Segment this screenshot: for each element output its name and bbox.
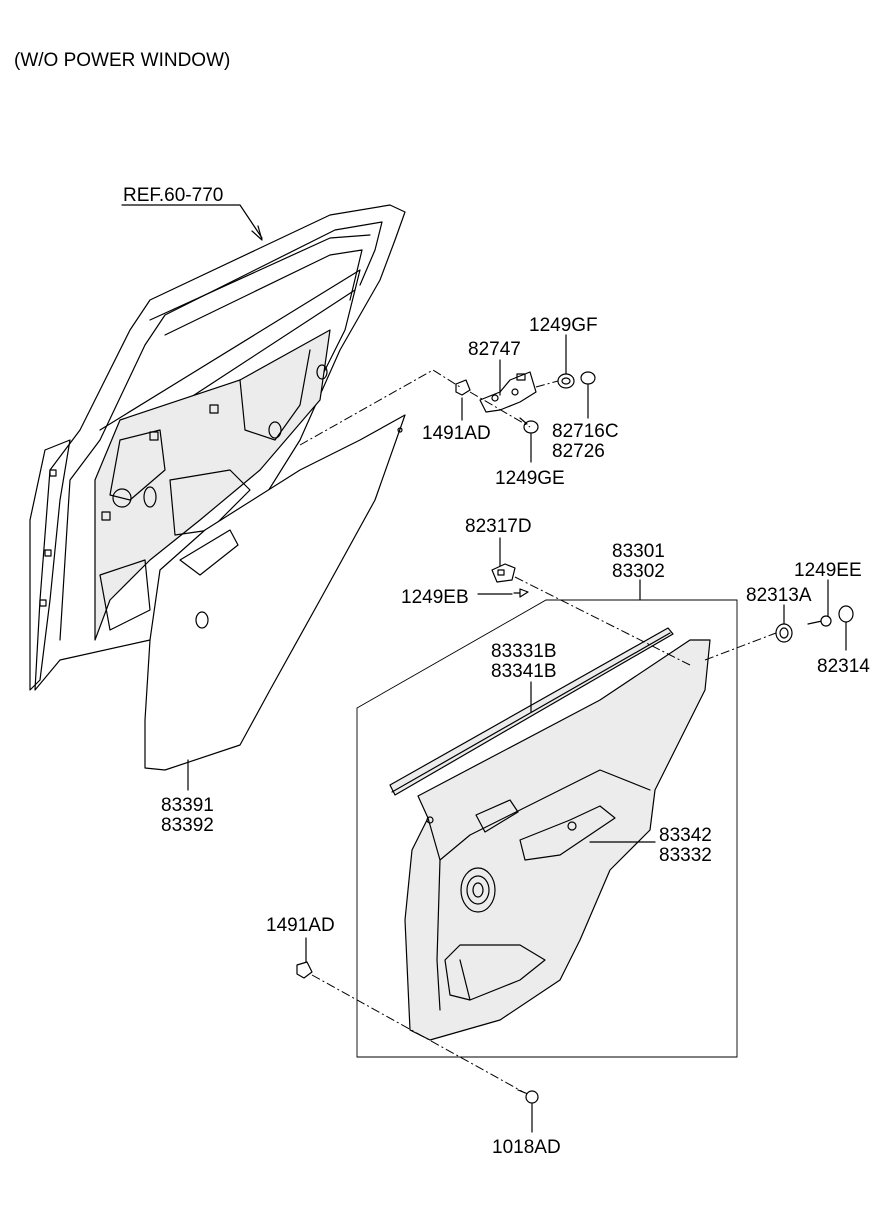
label-83391: 83391: [161, 795, 214, 816]
label-82726: 82726: [552, 441, 605, 462]
door-frame: [29, 204, 406, 691]
label-1491ad-top: 1491AD: [422, 423, 491, 444]
handle-bracket: [479, 371, 537, 413]
label-83341b: 83341B: [491, 661, 557, 682]
label-83392: 83392: [161, 815, 214, 836]
label-1249ge: 1249GE: [495, 468, 565, 489]
label-83301: 83301: [612, 541, 665, 562]
labels: (W/O POWER WINDOW) REF.60-770 1249GF 827…: [14, 50, 870, 1158]
label-82314: 82314: [817, 656, 870, 677]
label-1249gf: 1249GF: [529, 315, 598, 336]
door-sealing-film: [144, 414, 406, 771]
cap-82716c: [580, 371, 596, 385]
label-1018ad: 1018AD: [492, 1137, 561, 1158]
nut-1491ad-top: [455, 379, 471, 396]
header-note: (W/O POWER WINDOW): [14, 50, 230, 71]
screw-1018ad: [517, 1089, 539, 1104]
grommet-82313a: [775, 623, 793, 643]
label-83332: 83332: [659, 845, 712, 866]
clip-1491ad-bottom: [296, 961, 313, 979]
label-82317d: 82317D: [465, 516, 532, 537]
screw-1249gf: [557, 373, 575, 389]
assembly-lines: [299, 369, 777, 1094]
screw-1249ge: [519, 417, 539, 434]
clip-82317d: [491, 563, 516, 583]
trim-group-box: [356, 599, 738, 1058]
label-1249ee: 1249EE: [794, 560, 862, 581]
screw-1249eb: [513, 588, 529, 598]
label-1249eb: 1249EB: [401, 587, 469, 608]
label-83331b: 83331B: [491, 641, 557, 662]
cap-82314: [838, 605, 854, 623]
label-ref-60-770: REF.60-770: [123, 185, 223, 206]
screw-1249ee: [807, 615, 832, 627]
label-82716c: 82716C: [552, 421, 619, 442]
label-82747: 82747: [468, 339, 521, 360]
label-82313a: 82313A: [746, 585, 812, 606]
door-trim-panel: [404, 639, 711, 1041]
leader-lines: [121, 204, 847, 1133]
label-83342: 83342: [659, 825, 712, 846]
label-1491ad-bottom: 1491AD: [266, 915, 335, 936]
label-83302: 83302: [612, 561, 665, 582]
